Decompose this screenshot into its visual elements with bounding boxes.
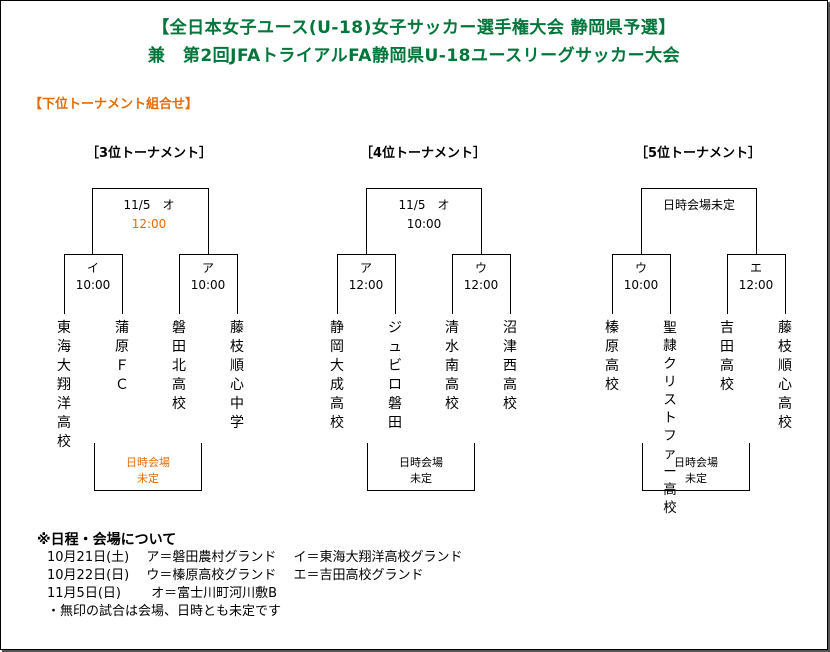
final-line-top xyxy=(641,188,757,189)
final-line-top xyxy=(92,188,209,189)
final-game-time: 10:00 xyxy=(406,217,442,231)
venue-line-1: 日時会場 xyxy=(674,456,718,469)
team-name: 藤 枝 順 心 中 学 xyxy=(230,320,244,431)
semi-game-label: ウ xyxy=(474,261,488,275)
semi-game-label: イ xyxy=(86,261,100,275)
team-name: 東 海 大 翔 洋 高 校 xyxy=(57,320,71,450)
schedule-row: 10月22日(日) ウ＝榛原高校グランド エ＝吉田高校グランド xyxy=(47,568,424,583)
semi-game-time: 12:00 xyxy=(348,278,384,292)
semi-game-label: ア xyxy=(359,261,373,275)
venue-line-2: 未定 xyxy=(410,472,432,485)
semi-game-label: ウ xyxy=(634,261,648,275)
semi-line-right xyxy=(670,254,671,314)
semi-game-time: 10:00 xyxy=(75,278,111,292)
semi-line-top xyxy=(452,254,511,255)
team-name: ジ ュ ビ ロ 磐 田 xyxy=(388,320,402,431)
semi-line-right xyxy=(237,254,238,314)
semi-game-time: 12:00 xyxy=(463,278,499,292)
semi-game-label: エ xyxy=(749,261,763,275)
venue-line-2: 未定 xyxy=(137,472,159,485)
team-name: 蒲 原 Ｆ Ｃ xyxy=(115,320,129,393)
team-name: 沼 津 西 高 校 xyxy=(503,320,517,412)
semi-line-top xyxy=(64,254,123,255)
semi-line-right xyxy=(510,254,511,314)
final-game-label: 11/5 オ xyxy=(123,198,175,212)
semi-game-time: 10:00 xyxy=(190,278,226,292)
final-line-left xyxy=(641,188,642,254)
team-name: 静 岡 大 成 高 校 xyxy=(330,320,344,431)
semi-line-left xyxy=(727,254,728,314)
semi-line-top xyxy=(612,254,671,255)
semi-line-left xyxy=(64,254,65,314)
semi-game-time: 10:00 xyxy=(623,278,659,292)
schedule-heading: ※日程・会場について xyxy=(37,532,177,548)
semi-line-top xyxy=(179,254,238,255)
semi-line-left xyxy=(612,254,613,314)
semi-line-left xyxy=(179,254,180,314)
bracket-label: ［3位トーナメント］ xyxy=(85,146,213,161)
team-name: 聖 隷 ク リ ス ト フ ァ ー 高 校 xyxy=(663,320,677,516)
section-heading: 【下位トーナメント組合せ】 xyxy=(29,97,199,112)
team-name: 吉 田 高 校 xyxy=(720,320,734,393)
team-name: 榛 原 高 校 xyxy=(605,320,619,393)
semi-game-label: ア xyxy=(201,261,215,275)
venue-box: 日時会場 未定 xyxy=(367,443,475,491)
final-line-right xyxy=(208,188,209,254)
semi-line-right xyxy=(395,254,396,314)
final-game-label: 11/5 オ xyxy=(398,198,450,212)
venue-line-2: 未定 xyxy=(685,472,707,485)
team-name: 磐 田 北 高 校 xyxy=(172,320,186,412)
final-line-right xyxy=(756,188,757,254)
bracket-label: ［5位トーナメント］ xyxy=(634,146,762,161)
schedule-row: ・無印の試合は会場、日時とも未定です xyxy=(47,604,282,619)
final-line-left xyxy=(366,188,367,254)
team-name: 藤 枝 順 心 高 校 xyxy=(778,320,792,431)
title-line-1: 【全日本女子ユース(U-18)女子サッカー選手権大会 静岡県予選】 xyxy=(152,18,676,38)
semi-game-time: 12:00 xyxy=(738,278,774,292)
semi-line-right xyxy=(785,254,786,314)
final-line-left xyxy=(92,188,93,254)
semi-line-left xyxy=(452,254,453,314)
venue-line-1: 日時会場 xyxy=(399,456,443,469)
team-name: 清 水 南 高 校 xyxy=(445,320,459,412)
final-game-time: 12:00 xyxy=(131,217,167,231)
venue-line-1: 日時会場 xyxy=(126,456,170,469)
schedule-notes: ※日程・会場について 10月21日(土) ア＝磐田農村グランド イ＝東海大翔洋高… xyxy=(37,531,463,621)
venue-box: 日時会場 未定 xyxy=(642,443,750,491)
semi-line-right xyxy=(122,254,123,314)
final-line-right xyxy=(481,188,482,254)
final-game-label: 日時会場未定 xyxy=(662,198,736,212)
semi-line-top xyxy=(337,254,396,255)
schedule-row: 11月5日(日) オ＝富士川町河川敷B xyxy=(47,586,278,601)
semi-line-top xyxy=(727,254,786,255)
semi-line-left xyxy=(337,254,338,314)
title-line-2: 兼 第2回JFAトライアルFA静岡県U-18ユースリーグサッカー大会 xyxy=(147,46,681,66)
schedule-row: 10月21日(土) ア＝磐田農村グランド イ＝東海大翔洋高校グランド xyxy=(47,550,463,565)
venue-box: 日時会場 未定 xyxy=(94,443,202,491)
bracket-label: ［4位トーナメント］ xyxy=(359,146,487,161)
final-line-top xyxy=(366,188,482,189)
